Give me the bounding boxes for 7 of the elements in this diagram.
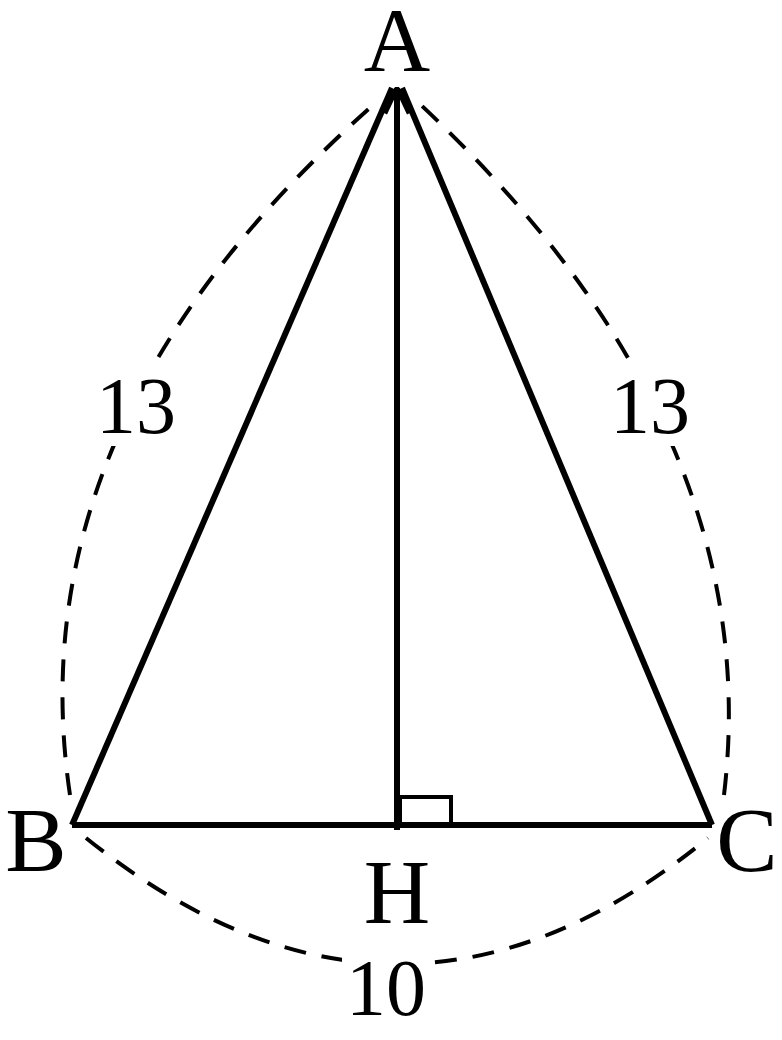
vertex-label: A [358, 4, 436, 86]
arrow [382, 85, 412, 830]
vertex-label: C [712, 795, 782, 885]
line-segment [72, 822, 712, 828]
line-segment [399, 86, 715, 827]
vertex-label: B [0, 795, 72, 885]
vertex-label: H [358, 830, 436, 938]
